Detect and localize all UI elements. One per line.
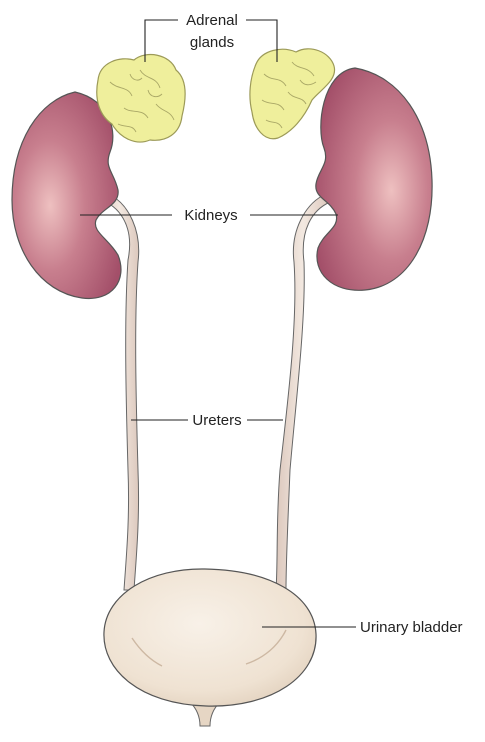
adrenal-label-line1: Adrenal: [186, 12, 238, 29]
left-kidney: [12, 92, 121, 298]
urinary-bladder: [104, 569, 316, 726]
ureters-label: Ureters: [192, 412, 241, 429]
right-kidney: [316, 68, 432, 290]
adrenal-label-line2: glands: [190, 34, 234, 51]
kidneys-label: Kidneys: [184, 207, 237, 224]
bladder-label: Urinary bladder: [360, 619, 463, 636]
